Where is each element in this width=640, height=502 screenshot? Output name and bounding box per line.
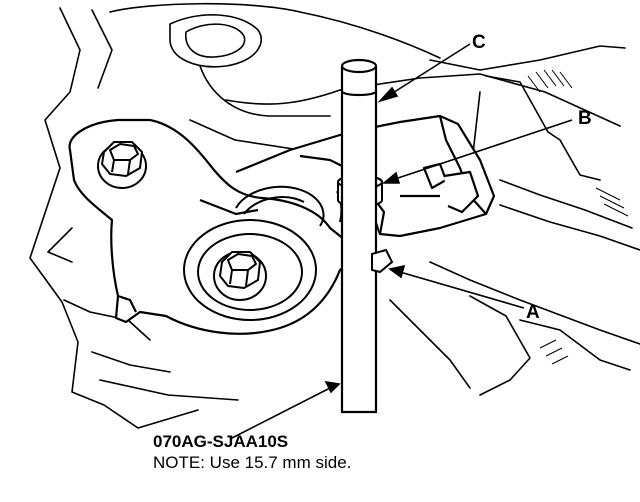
callout-b: B [578, 108, 592, 129]
tool-part-number: 070AG-SJAA10S [153, 432, 289, 451]
tool-shaft [340, 58, 378, 414]
upper-bolt [97, 141, 147, 189]
shading-hatch [527, 69, 629, 365]
callout-a: A [526, 302, 540, 323]
body-panel [29, 2, 640, 429]
callout-c: C [472, 32, 486, 53]
leader-lines [231, 43, 573, 439]
lower-bolt [213, 251, 267, 301]
tab-a [371, 248, 394, 274]
tool-usage-note: NOTE: Use 15.7 mm side. [153, 453, 352, 472]
